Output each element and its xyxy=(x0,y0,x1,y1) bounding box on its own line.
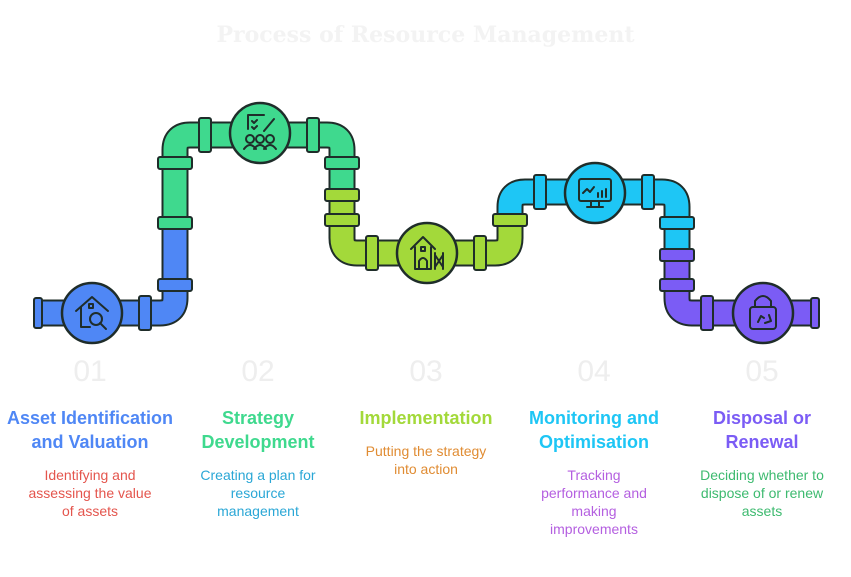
pipe-flange xyxy=(324,188,360,202)
pipe-flange xyxy=(365,235,379,271)
pipe-flange xyxy=(659,248,695,262)
step-2: 02 Strategy Development Creating a plan … xyxy=(174,355,342,520)
plan-team-icon xyxy=(228,101,292,165)
step-title: Monitoring and Optimisation xyxy=(529,408,659,452)
step-description: Deciding whether to dispose of or renew … xyxy=(700,467,824,519)
pipe-segment xyxy=(38,225,187,325)
step-description: Putting the strategy into action xyxy=(365,443,487,477)
step-1: 01 Asset Identification and Valuation Id… xyxy=(6,355,174,520)
step-3: 03 Implementation Putting the strategy i… xyxy=(342,355,510,478)
pipe-flange xyxy=(492,213,528,227)
house-search-icon xyxy=(60,281,124,345)
step-5: 05 Disposal or Renewal Deciding whether … xyxy=(678,355,846,520)
pipe-flange xyxy=(138,295,152,331)
step-description: Identifying and assessing the value of a… xyxy=(28,467,152,519)
pipe-flange xyxy=(659,216,695,230)
step-number: 03 xyxy=(409,355,443,388)
step-4: 04 Monitoring and Optimisation Tracking … xyxy=(510,355,678,538)
pipe-flange xyxy=(533,174,547,210)
monitor-chart-icon xyxy=(563,161,627,225)
pipe-flange xyxy=(157,216,193,230)
pipe-cap xyxy=(33,297,43,329)
pipe-flange xyxy=(198,117,212,153)
step-number: 02 xyxy=(241,355,275,388)
pipe-flange xyxy=(306,117,320,153)
pipe-flange xyxy=(659,278,695,292)
pipe-flange xyxy=(157,156,193,170)
pipe-flange xyxy=(700,295,714,331)
step-number: 01 xyxy=(73,355,107,388)
step-title: Disposal or Renewal xyxy=(712,408,812,452)
step-description: Tracking performance and making improvem… xyxy=(541,467,647,537)
pipe-flange xyxy=(324,156,360,170)
step-number: 05 xyxy=(745,355,779,388)
building-construction-icon xyxy=(395,221,459,285)
pipe-flange xyxy=(473,235,487,271)
step-title: Implementation xyxy=(359,408,493,428)
step-description: Creating a plan for resource management xyxy=(200,467,316,519)
step-number: 04 xyxy=(577,355,611,388)
pipe-flange xyxy=(641,174,655,210)
pipe-cap xyxy=(810,297,820,329)
pipe-segment xyxy=(665,260,815,325)
diagram-title: Process of Resource Management xyxy=(216,22,635,48)
pipe-flange xyxy=(157,278,193,292)
step-title: Strategy Development xyxy=(201,408,315,452)
pipe-flange xyxy=(324,213,360,227)
recycle-lock-icon xyxy=(731,281,795,345)
step-title: Asset Identification and Valuation xyxy=(6,408,174,452)
